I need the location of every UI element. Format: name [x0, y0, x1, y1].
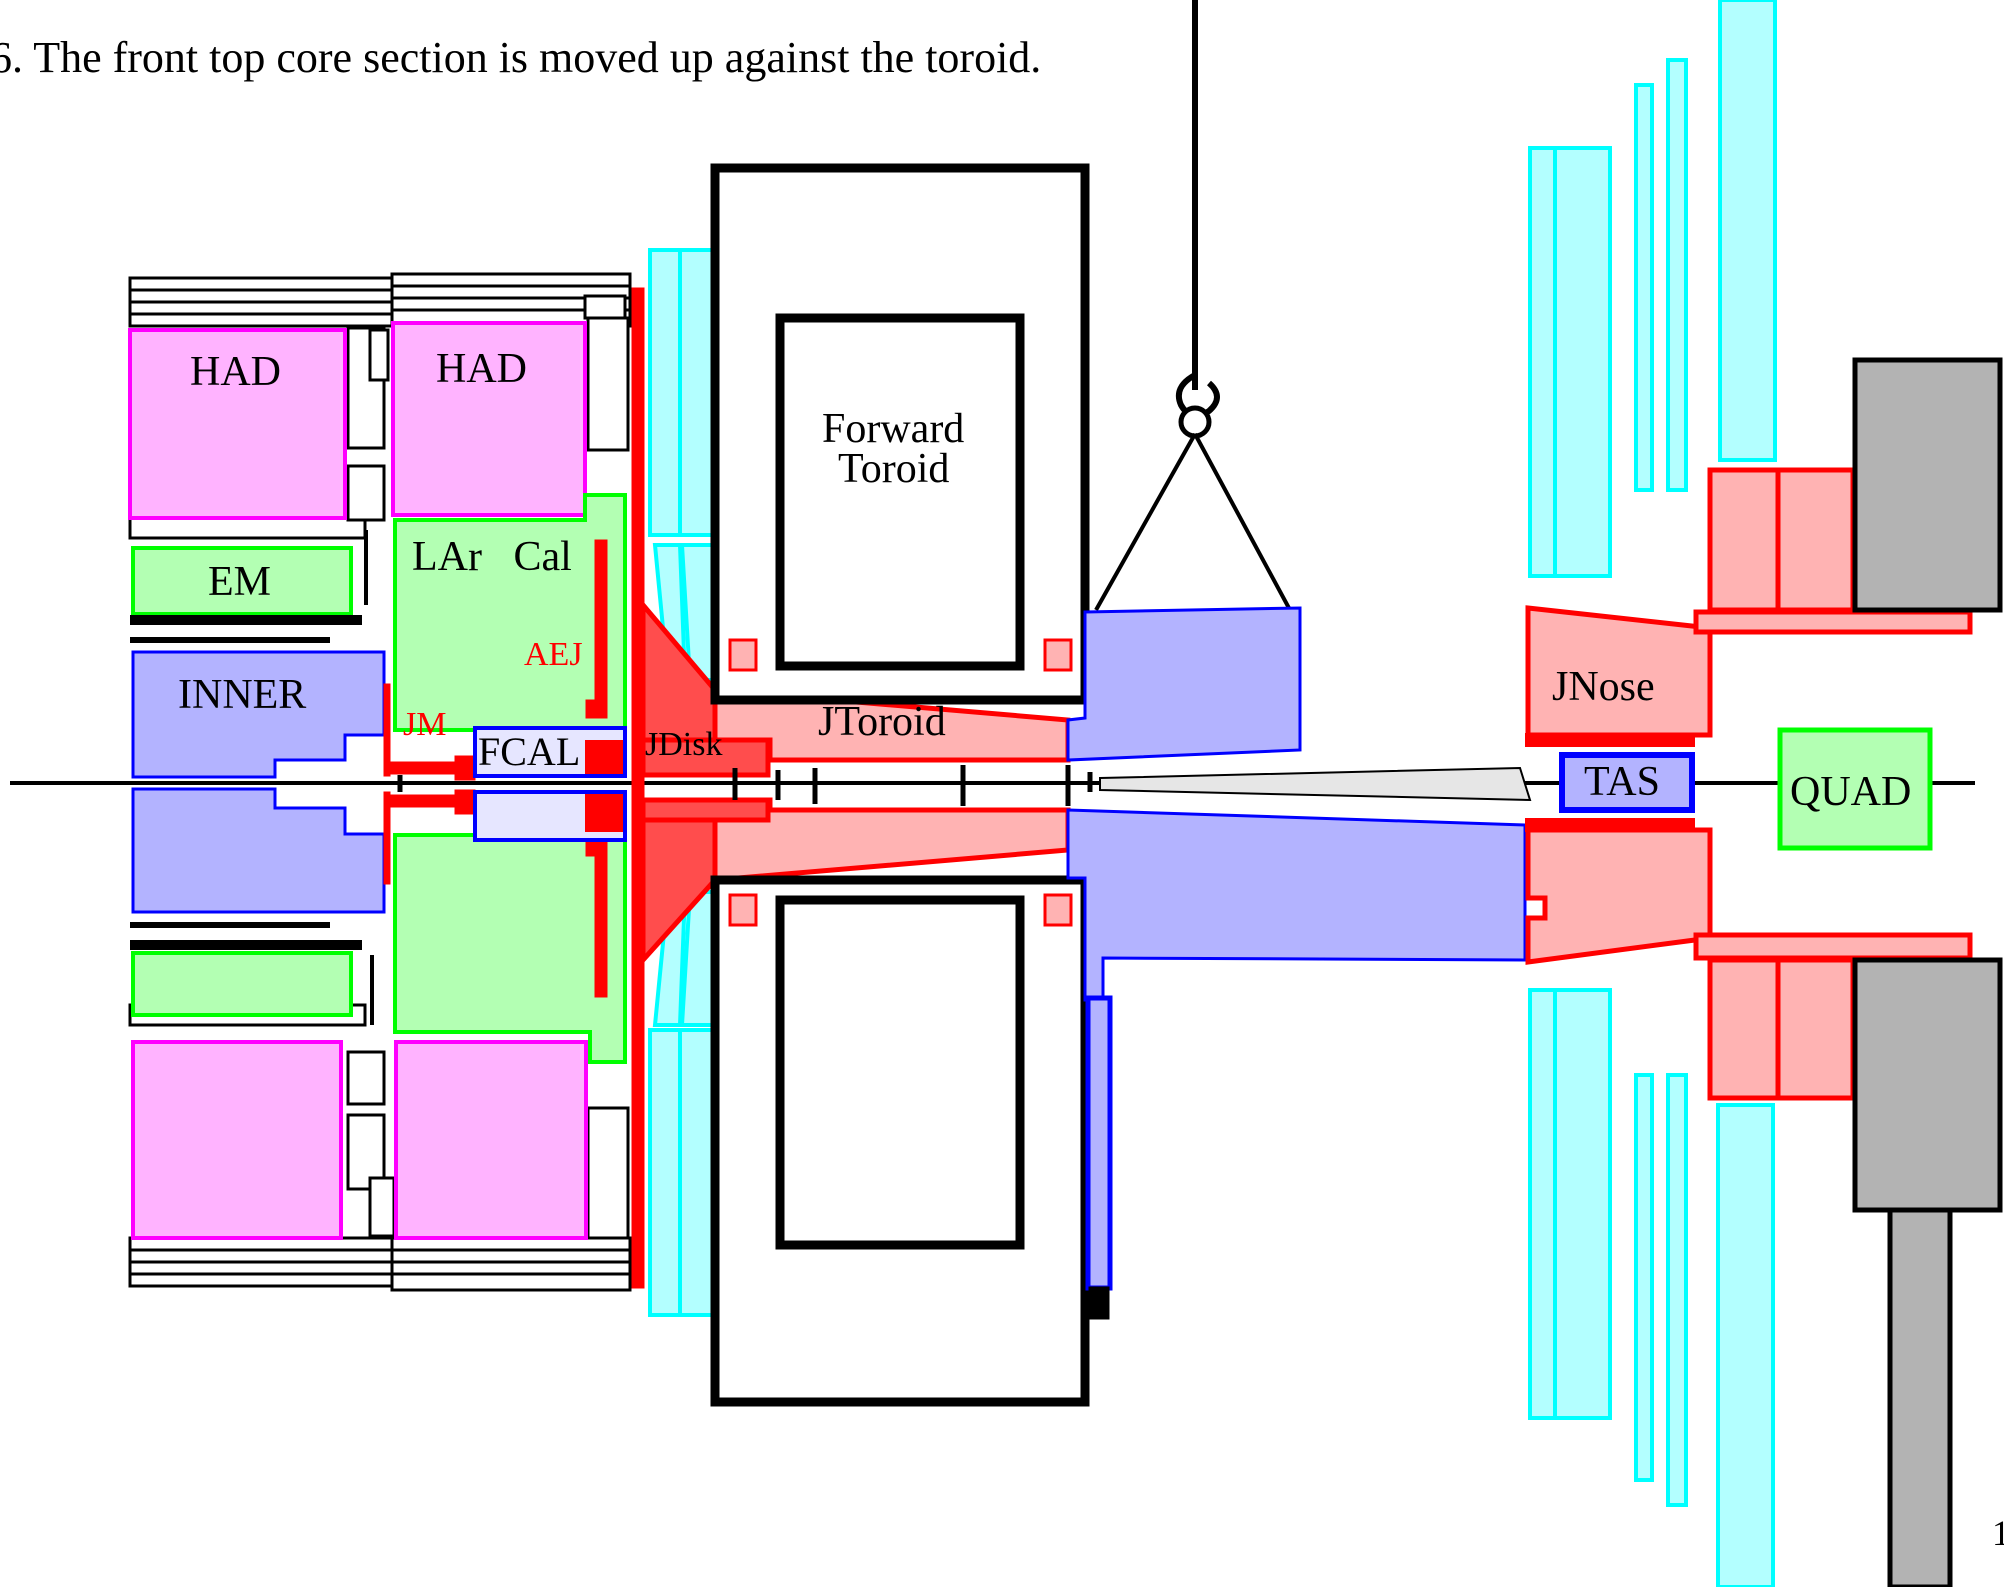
jdisk-jtoroid	[640, 598, 1071, 967]
jtoroid-label: JToroid	[818, 699, 946, 745]
left-outer-structure	[128, 272, 632, 1292]
had-left-label: HAD	[190, 349, 281, 395]
quad-box	[1777, 727, 1933, 851]
jnose-region	[1525, 467, 1973, 1101]
em-region	[131, 546, 353, 1017]
had-right-label: HAD	[436, 346, 527, 392]
tas-label: TAS	[1584, 759, 1660, 805]
em-label: EM	[208, 559, 271, 605]
big-wheel-chambers	[1528, 0, 1777, 1587]
had-region	[128, 321, 588, 1240]
aej-label: AEJ	[524, 636, 583, 673]
beam-ticks	[397, 765, 1093, 806]
fcal-region	[473, 726, 627, 842]
jdisk-label: JDisk	[645, 726, 722, 763]
forward-toroid-label-1: Forward	[822, 406, 964, 452]
inner-region	[131, 650, 386, 914]
core-section	[1066, 606, 1527, 1320]
beam-pipe-cone	[1099, 766, 1532, 802]
lar-cal-label: LAr Cal	[412, 534, 572, 580]
forward-toroid	[710, 163, 1090, 1407]
caption: 6. The front top core section is moved u…	[0, 33, 1041, 82]
tas-box	[1559, 752, 1695, 813]
page-number: 1	[1992, 1513, 2004, 1553]
quad-label: QUAD	[1790, 769, 1911, 815]
crane-hook	[1094, 0, 1292, 611]
jnose-lips	[1525, 733, 1695, 832]
lar-cal-region	[393, 493, 627, 1064]
gray-shielding	[1852, 357, 2003, 1587]
jm-label: JM	[403, 706, 446, 743]
jnose-label: JNose	[1552, 664, 1655, 710]
fcal-label: FCAL	[478, 729, 580, 774]
em-dividers	[130, 530, 374, 1025]
inner-label: INNER	[178, 672, 306, 718]
forward-toroid-label-2: Toroid	[838, 446, 949, 492]
